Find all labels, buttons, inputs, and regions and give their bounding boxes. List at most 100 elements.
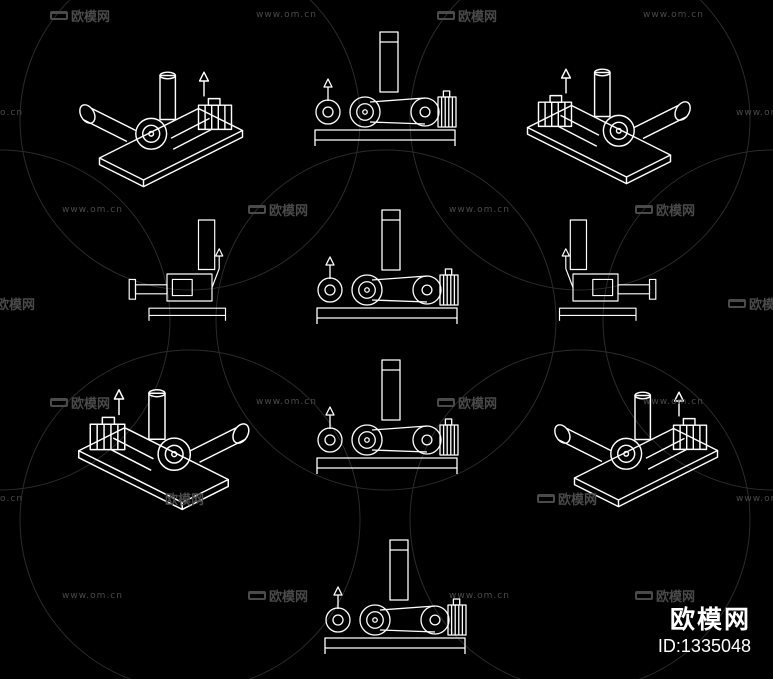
blower-shaft (615, 127, 622, 134)
motor-terminal-box (444, 418, 453, 426)
inlet-bore (322, 106, 334, 118)
inlet-flange (79, 104, 96, 124)
blower-front-view (314, 31, 457, 146)
watermark-logo: 欧模网 (728, 294, 773, 313)
pulley-hub (429, 614, 441, 626)
watermark-url: www.om.cn (449, 205, 510, 215)
blower-iso-view (554, 391, 719, 508)
pulley (412, 425, 442, 455)
motor-terminal-box (207, 97, 221, 106)
watermark-url: www.om.cn (643, 397, 704, 407)
pulley (410, 97, 440, 127)
base-frame (316, 457, 458, 469)
blower-cover (171, 278, 193, 297)
watermark-url: www.om.cn (736, 494, 773, 504)
motor-terminal-box (442, 90, 451, 98)
sofa-icon (248, 205, 266, 214)
inlet-silencer (189, 427, 246, 463)
watermark-logo: 欧模网 (437, 6, 497, 25)
safety-valve (333, 586, 343, 596)
motor-terminal-box (444, 268, 453, 276)
watermark-url: www.om.cn (62, 205, 123, 215)
inlet-flange (317, 427, 343, 453)
v-belt (557, 114, 600, 147)
inlet-flange (315, 99, 341, 125)
motor-terminal-box (452, 598, 461, 606)
v-belt (369, 97, 426, 103)
blower-rotor (358, 281, 376, 299)
silencer-pipe (381, 359, 401, 421)
blower-iso-view (79, 71, 244, 188)
blower-housing (135, 117, 168, 150)
watermark-logo: 欧模网 (50, 393, 110, 412)
blower-shaft (372, 617, 378, 623)
gauge-pipe (211, 268, 220, 288)
safety-valve (561, 248, 570, 257)
silencer-top (634, 391, 652, 400)
blower-housing (359, 604, 391, 636)
base-frame (324, 637, 466, 649)
background-arc (409, 0, 751, 291)
base-frame (558, 307, 637, 316)
silencer-pipe (159, 74, 177, 121)
v-belt (369, 121, 426, 125)
motor-body (439, 274, 459, 306)
blower-housing (602, 114, 635, 147)
motor-body (439, 424, 459, 456)
blower-rotor (142, 124, 161, 143)
brand-block: 欧模网 ID:1335048 (658, 600, 751, 657)
silencer-pipe (569, 219, 588, 271)
motor-terminal-box (101, 416, 116, 426)
v-belt (170, 117, 213, 150)
v-belt (371, 425, 428, 431)
blower-shaft (171, 451, 178, 458)
sofa-icon (728, 299, 746, 308)
blower-shaft (364, 287, 370, 293)
inlet-bore (324, 284, 336, 296)
brand-id: ID:1335048 (657, 636, 751, 656)
sofa-icon (437, 398, 455, 407)
background-arc (19, 0, 361, 291)
sofa-icon (635, 591, 653, 600)
blower-shaft (364, 437, 370, 443)
v-belt (110, 437, 154, 471)
background-arc (19, 349, 361, 679)
blower-casing (166, 273, 213, 302)
inlet-silencer (82, 107, 137, 143)
silencer-pipe (197, 219, 216, 271)
safety-valve (323, 78, 333, 88)
watermark-url: www.om.cn (736, 108, 773, 118)
sofa-icon (537, 494, 555, 503)
v-belt (645, 437, 688, 470)
silencer-pipe (634, 394, 652, 441)
watermark-url: www.om.cn (643, 10, 704, 20)
silencer-pipe (389, 539, 409, 601)
safety-valve (325, 406, 335, 416)
inlet-bore (332, 614, 344, 626)
watermark-url: www.om.cn (62, 591, 123, 601)
blower-rotor (617, 444, 636, 463)
blower-housing (351, 424, 383, 456)
safety-valve (325, 256, 335, 266)
skid-edge (526, 127, 672, 185)
pulley (420, 605, 450, 635)
watermark-url: www.om.cn (256, 397, 317, 407)
blower-rotor (366, 611, 384, 629)
inlet-flange (325, 607, 351, 633)
watermark-url: www.om.cn (256, 10, 317, 20)
safety-valve (560, 68, 572, 79)
silencer-pipe (381, 209, 401, 271)
sofa-icon (50, 398, 68, 407)
blower-rotor (609, 121, 628, 140)
inlet-bore (324, 434, 336, 446)
watermark-logo: 欧模网 (635, 200, 695, 219)
watermark-logo: 欧模网 (248, 586, 308, 605)
brand-name: 欧模网 (669, 605, 751, 634)
blower-housing (157, 437, 192, 472)
inlet-flange (232, 423, 250, 444)
blower-shaft (623, 450, 630, 457)
watermark-logo: 欧模网 (437, 393, 497, 412)
blower-side-view (558, 219, 657, 321)
